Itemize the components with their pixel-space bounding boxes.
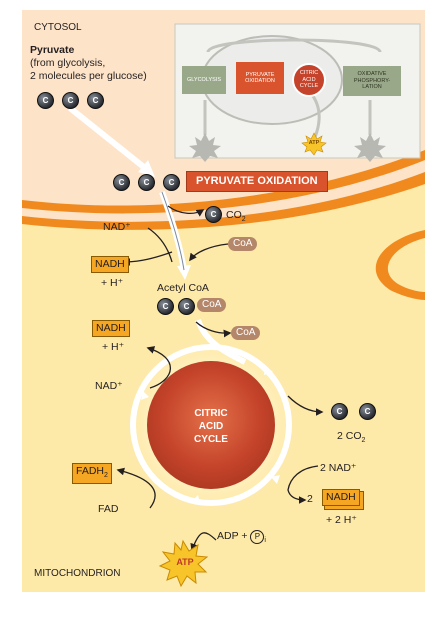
arrow-nadh-2: [146, 346, 172, 389]
carbon-atom: C: [163, 174, 180, 191]
phosphate-icon: P: [250, 530, 265, 544]
carbon-atom: C: [87, 92, 104, 109]
arrow-fadh2: [116, 467, 156, 509]
pyruvate-subtitle-2: 2 molecules per glucose): [30, 70, 147, 82]
h-plus-label: + H⁺: [101, 277, 124, 289]
cycle-core: [147, 361, 275, 489]
carbon-atom: C: [205, 206, 222, 223]
nad-plus-label: NAD⁺: [103, 221, 131, 233]
cycle-label-1: CITRIC: [194, 408, 228, 419]
arrow-co2-release: [167, 205, 205, 217]
pyruvate-title: Pyruvate: [30, 44, 75, 56]
nad-plus-label: NAD⁺: [95, 380, 123, 392]
arrow-coa-out: [195, 321, 232, 338]
arrow-nad-in: [147, 227, 173, 263]
cycle-label-3: CYCLE: [194, 434, 228, 445]
atp-label: ATP: [176, 557, 194, 567]
pyruvate-subtitle-1: (from glycolysis,: [30, 57, 106, 69]
inset-citric-acid-cycle: CITRIC ACID CYCLE: [299, 70, 319, 90]
arrow-pyruvate-to-oxidation: [68, 105, 147, 171]
cycle-label-2: ACID: [198, 421, 224, 432]
mitochondrion-label: MITOCHONDRION: [34, 568, 121, 579]
carbon-atom: C: [37, 92, 54, 109]
carbon-atom: C: [62, 92, 79, 109]
carbon-atom: C: [359, 403, 376, 420]
inset-glycolysis: GLYCOLYSIS: [186, 76, 222, 83]
inset-pyruvate-oxidation: PYRUVATE OXIDATION: [245, 71, 275, 85]
cytosol-label: CYTOSOL: [34, 22, 82, 33]
carbon-atom: C: [331, 403, 348, 420]
co2-label: CO2: [226, 209, 246, 224]
two-h-plus-label: + 2 H⁺: [326, 514, 357, 526]
carbon-atom: C: [157, 298, 174, 315]
pyruvate-oxidation-banner: PYRUVATE OXIDATION: [186, 171, 328, 192]
carbon-atom: C: [113, 174, 130, 191]
inset-atp-label: ATP: [308, 140, 320, 147]
nadh-box: NADH: [322, 489, 360, 506]
coa-out: CoA: [231, 326, 261, 340]
nadh-box: NADH: [92, 320, 130, 337]
arrow-coa-in: [189, 243, 229, 262]
fad-label: FAD: [98, 503, 119, 515]
fadh2-box: FADH2: [72, 463, 112, 485]
acetyl-coa-label: Acetyl CoA: [157, 282, 209, 294]
atp-star: [158, 539, 209, 588]
arrow-co2-2: [287, 395, 324, 416]
carbon-atom: C: [138, 174, 155, 191]
arrow-nad-to-nadh: [287, 465, 319, 504]
arrow-atp: [190, 532, 217, 552]
nadh-box: NADH: [91, 256, 129, 273]
cycle-ring: [130, 344, 292, 506]
inset-oxidative-phosphorylation: OXIDATIVE PHOSPHORY- LATION: [353, 71, 391, 91]
acetyl-coa-group: CoA: [197, 298, 227, 312]
two-nadh-count: 2: [307, 493, 313, 505]
two-nad-label: 2 NAD⁺: [320, 462, 357, 474]
h-plus-label: + H⁺: [102, 341, 125, 353]
carbon-atom: C: [178, 298, 195, 315]
overview-inset: [174, 23, 421, 162]
two-co2-label: 2 CO2: [337, 430, 366, 445]
coa-in: CoA: [228, 237, 258, 251]
